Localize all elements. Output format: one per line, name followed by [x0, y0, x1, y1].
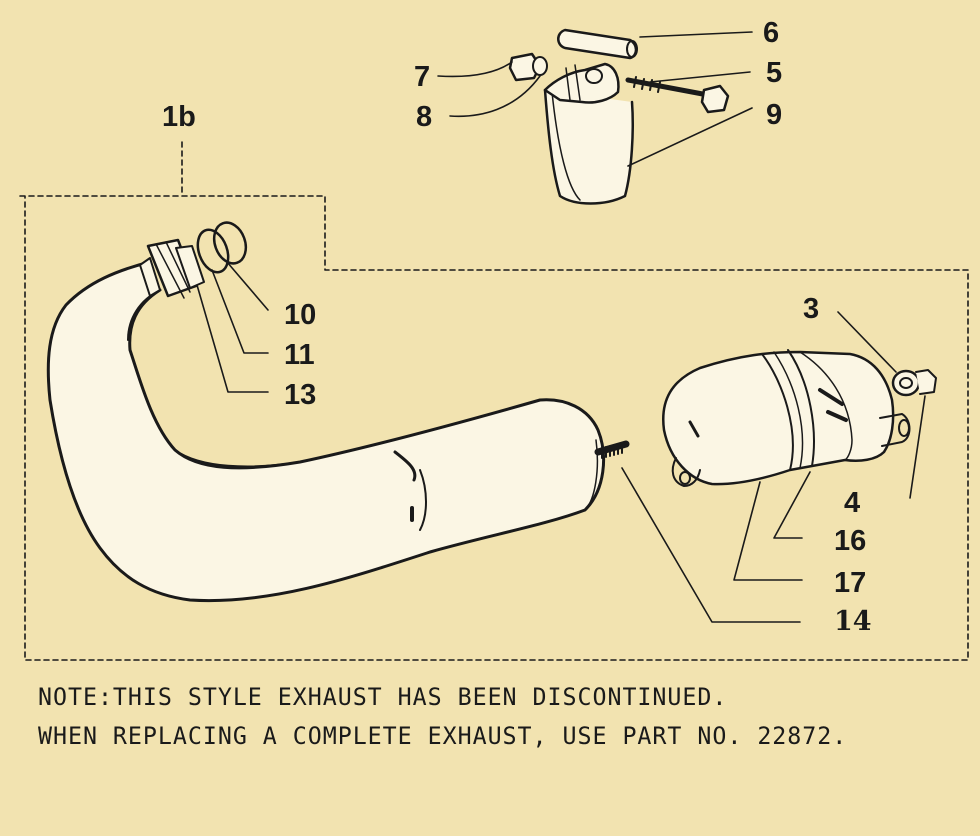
gasket-rings	[196, 221, 248, 274]
callout-5: 5	[766, 57, 782, 89]
pipe-nut	[139, 238, 205, 299]
callout-9: 9	[766, 99, 782, 131]
callout-6: 6	[763, 17, 779, 49]
callout-16: 16	[834, 525, 866, 557]
callout-7: 7	[414, 61, 430, 93]
callout-3: 3	[803, 293, 819, 325]
leader-lines	[196, 31, 926, 623]
callout-14: 14	[834, 606, 872, 637]
callout-13: 13	[284, 379, 316, 411]
callout-8: 8	[416, 101, 432, 133]
tail-nut	[891, 369, 937, 397]
note-line-1: NOTE:THIS STYLE EXHAUST HAS BEEN DISCONT…	[38, 683, 728, 711]
clamp-assembly	[508, 28, 730, 205]
tail-cap	[662, 349, 911, 487]
stud	[594, 440, 630, 459]
callout-17: 17	[834, 567, 866, 599]
callout-10: 10	[284, 299, 316, 331]
note-line-2: WHEN REPLACING A COMPLETE EXHAUST, USE P…	[38, 722, 848, 750]
callout-11: 11	[284, 339, 315, 371]
callout-4: 4	[844, 487, 860, 519]
exhaust-pipe	[46, 260, 606, 603]
assembly-boundary	[19, 141, 969, 661]
callout-1b: 1b	[162, 101, 196, 133]
